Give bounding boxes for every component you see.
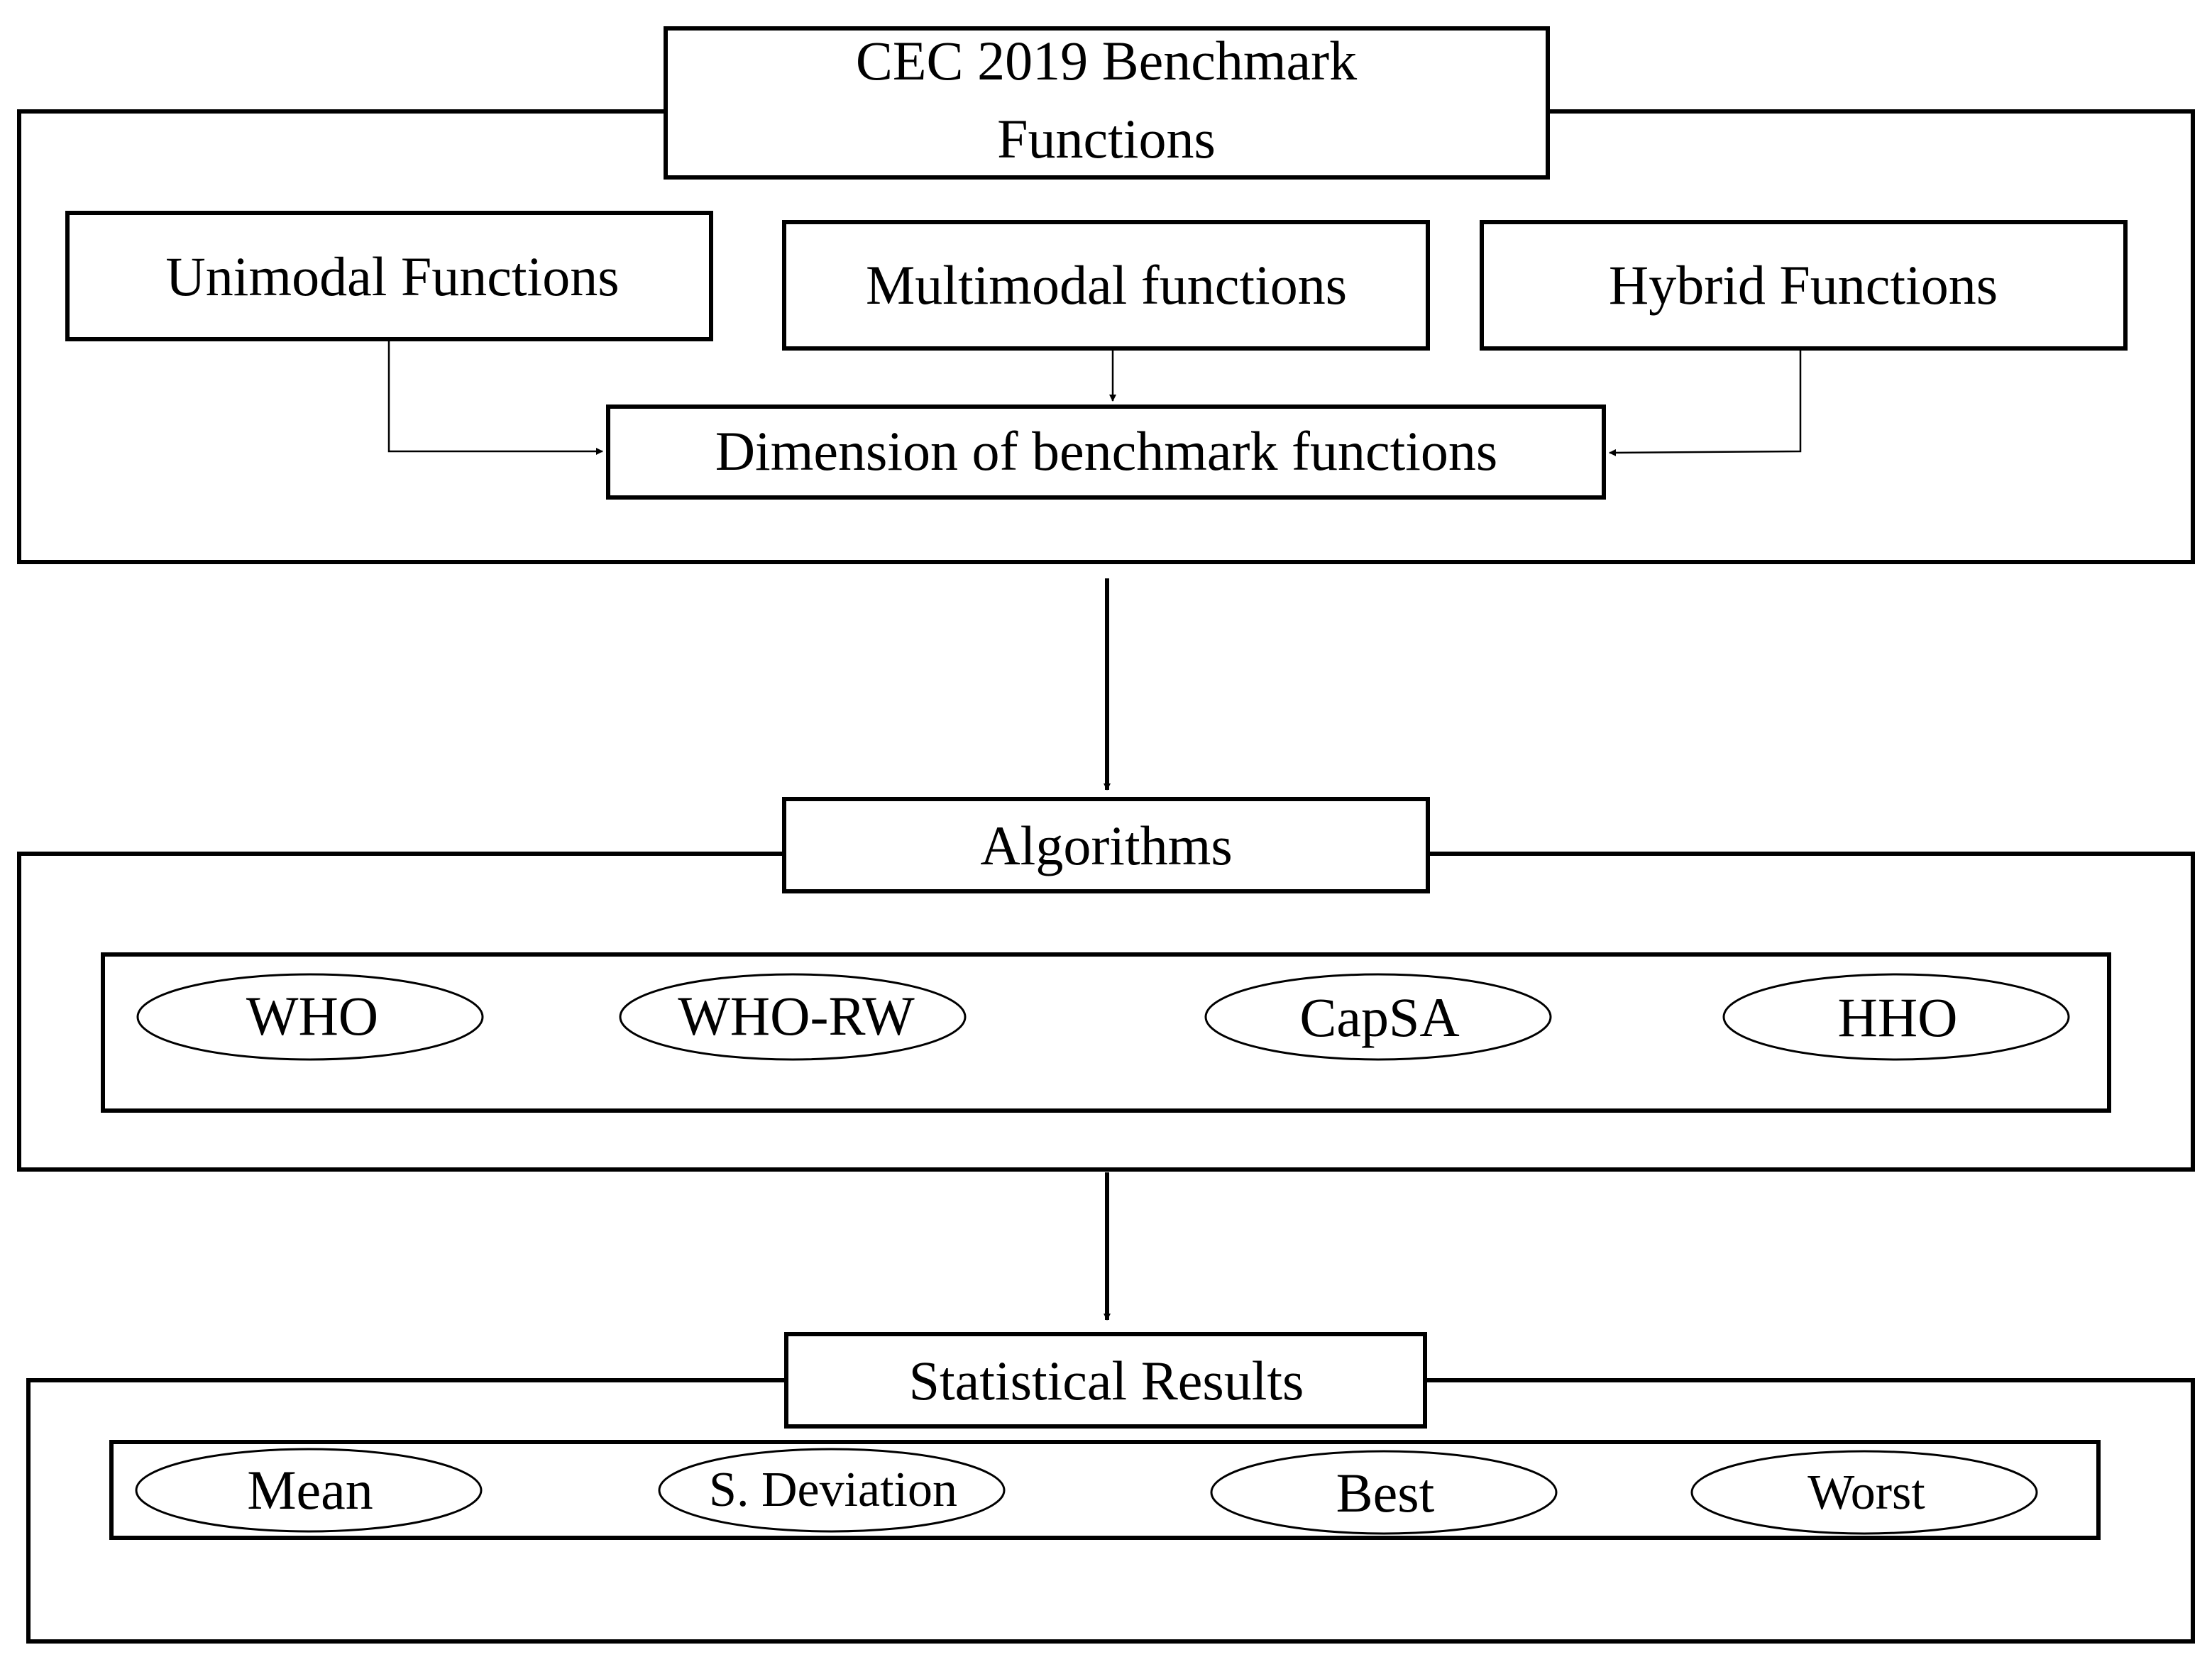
- result-label-s-deviation: S. Deviation: [709, 1463, 957, 1517]
- result-oval-best: Best: [1210, 1450, 1558, 1535]
- benchmark-title-box: CEC 2019 Benchmark Functions: [664, 26, 1550, 180]
- algorithms-title-box: Algorithms: [782, 797, 1430, 893]
- algorithm-oval-capsa: CapSA: [1204, 973, 1552, 1061]
- benchmark-title-line1: CEC 2019 Benchmark: [856, 30, 1357, 92]
- multimodal-functions-label: Multimodal functions: [866, 254, 1347, 316]
- unimodal-functions-label: Unimodal Functions: [165, 246, 619, 307]
- algorithms-inner-frame: [101, 952, 2111, 1113]
- result-oval-s-deviation: S. Deviation: [658, 1448, 1006, 1533]
- algorithm-oval-who: WHO: [136, 973, 484, 1061]
- algorithm-oval-who-rw: WHO-RW: [619, 973, 967, 1061]
- algorithm-label-capsa: CapSA: [1299, 986, 1459, 1048]
- unimodal-functions-box: Unimodal Functions: [65, 211, 713, 341]
- dimension-box: Dimension of benchmark functions: [606, 405, 1606, 500]
- hybrid-functions-label: Hybrid Functions: [1609, 254, 1998, 316]
- multimodal-functions-box: Multimodal functions: [782, 220, 1430, 351]
- results-title-box: Statistical Results: [784, 1332, 1427, 1429]
- result-oval-mean: Mean: [135, 1448, 483, 1533]
- algorithm-label-who-rw: WHO-RW: [678, 985, 915, 1047]
- benchmark-title-line2: Functions: [997, 108, 1216, 170]
- dimension-label: Dimension of benchmark functions: [715, 420, 1498, 482]
- hybrid-to-dimension-arrow: [1609, 350, 1802, 456]
- result-label-best: Best: [1336, 1462, 1435, 1524]
- algorithm-label-hho: HHO: [1838, 986, 1958, 1048]
- algorithms-title: Algorithms: [980, 815, 1232, 876]
- algorithm-oval-hho: HHO: [1722, 973, 2070, 1061]
- result-oval-worst: Worst: [1690, 1450, 2038, 1535]
- result-label-worst: Worst: [1807, 1465, 1925, 1520]
- algorithm-label-who: WHO: [246, 985, 378, 1047]
- hybrid-functions-box: Hybrid Functions: [1480, 220, 2128, 351]
- results-title: Statistical Results: [909, 1350, 1304, 1411]
- result-label-mean: Mean: [247, 1459, 373, 1521]
- unimodal-to-dimension-arrow: [387, 341, 603, 455]
- results-inner-frame: [109, 1440, 2101, 1540]
